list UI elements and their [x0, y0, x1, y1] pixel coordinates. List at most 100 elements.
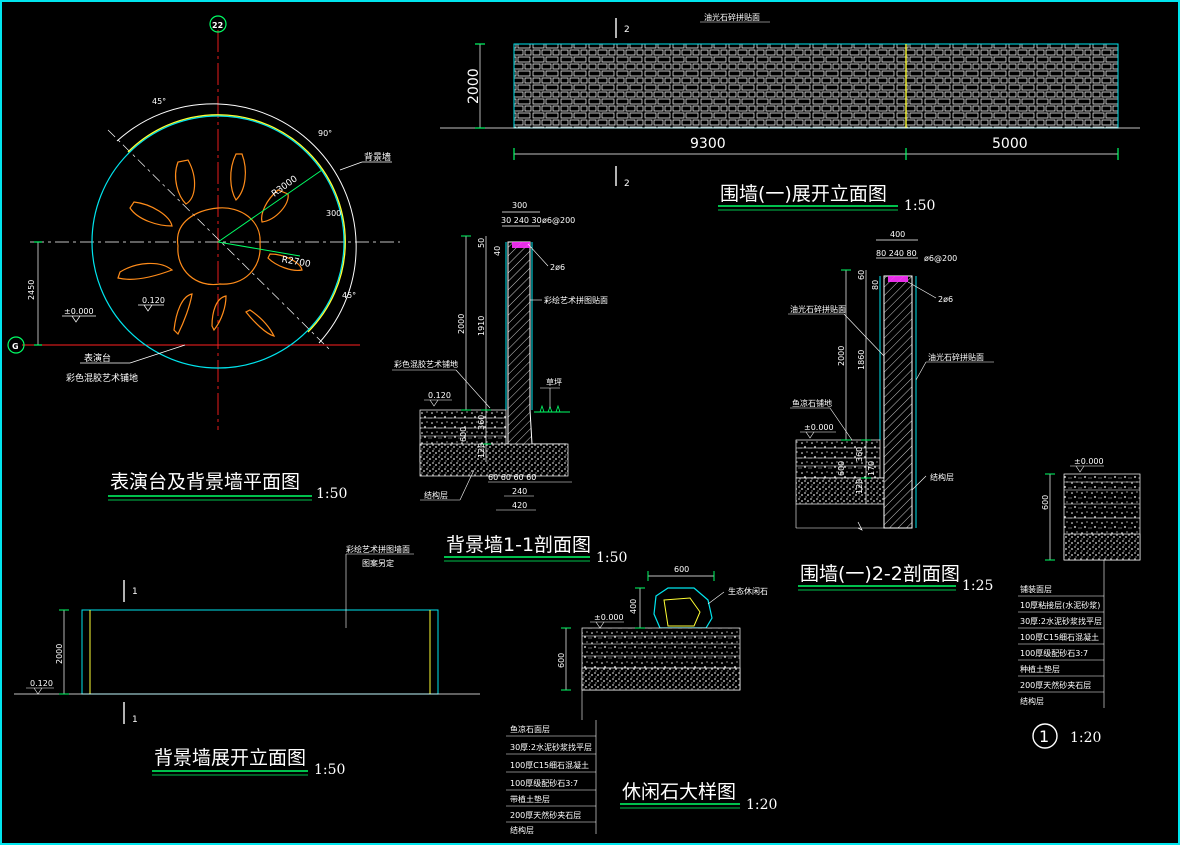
stone-title: 休闲石大样图	[622, 781, 736, 803]
plan-dim-2450: 2450	[27, 280, 36, 300]
plan-bg-wall-label: 背景墙	[364, 151, 391, 163]
stone-dim-400: 400	[629, 599, 638, 614]
detail1-layer-8: 结构层	[1020, 696, 1044, 706]
section11-finish-label: 彩绘艺术拼图贴面	[544, 295, 608, 305]
detail1-layer-1: 铺装面层	[1020, 584, 1052, 594]
plan-leader-bg-wall	[339, 161, 363, 171]
plan-outer-circle	[91, 115, 345, 369]
plan-radius-r2700	[217, 241, 301, 257]
section11-grass-label: 草坪	[546, 377, 562, 387]
detail-1: 600 ±0.000 铺装面层 10厚粘接层(水泥砂浆) 30厚:2水泥砂浆找平…	[1018, 457, 1141, 749]
unfold-finish-label: 油光石碎拼贴面	[704, 12, 760, 22]
section22-title: 围墙(一)2-2剖面图	[800, 563, 960, 585]
axis-label-22: 22	[212, 21, 223, 30]
section22-dim-360: 360	[855, 447, 864, 462]
section11-dim-240: 240	[512, 487, 527, 496]
section22-dim-top-row: 80 240 80	[876, 249, 917, 258]
stone-layer-list: 鱼凉石面层 30厚:2水泥砂浆找平层 100厚C15细石混凝土 100厚级配砂石…	[506, 724, 596, 835]
section11-dim-top-row: 30 240 30	[501, 216, 542, 225]
section11-dim-120: 120	[477, 443, 486, 458]
section22-rebar-top: ø6@200	[924, 254, 957, 263]
unfold-stone-wall	[513, 43, 1119, 129]
unfold-title: 围墙(一)展开立面图	[720, 183, 887, 205]
plan-sun-rays	[117, 153, 303, 337]
section11-rebar-side: 2ø6	[550, 263, 565, 272]
axis-bubble-22	[209, 15, 227, 33]
elevation-scale: 1:50	[314, 762, 345, 778]
plan-background-wall-arc	[127, 114, 346, 333]
stone-layer-1: 鱼凉石面层	[510, 724, 550, 734]
section22-base-label: 结构层	[930, 472, 954, 482]
section11-dim-2000: 2000	[457, 314, 466, 334]
section11-dim-600: 600	[459, 427, 468, 442]
elevation-note-line1: 彩绘艺术拼图墙面	[346, 544, 410, 554]
detail1-dim-600: 600	[1041, 495, 1050, 510]
detail1-number: 1	[1039, 727, 1049, 746]
plan-note-line1: 表演台	[84, 352, 111, 364]
section22-dim-400: 400	[890, 230, 905, 239]
section11-dim-40: 40	[493, 246, 502, 256]
section11-base-label: 结构层	[424, 490, 448, 500]
plan-view: R3000 R2700 22 G 45° 90° 45° 背景墙 300 245…	[7, 15, 400, 502]
stone-layer-4: 100厚级配砂石3:7	[510, 778, 578, 788]
plan-angle-right-bottom: 45°	[342, 291, 356, 300]
detail1-layer-7: 200厚天然砂夹石层	[1020, 680, 1091, 690]
stone-label: 生态休闲石	[728, 586, 768, 596]
plan-dim-300: 300	[326, 209, 341, 218]
plan-angle-right-top: 90°	[318, 129, 332, 138]
unfold-elevation: 2000 9300 5000 2 2 油光石碎拼贴面 围墙(一)展开立面图 1:…	[440, 12, 1140, 214]
section22-rebar-side: 2ø6	[938, 295, 953, 304]
stone-dim-600-w: 600	[674, 565, 689, 574]
section22-scale: 1:25	[962, 578, 993, 594]
detail1-layer-5: 100厚级配砂石3:7	[1020, 648, 1088, 658]
unfold-width-left: 9300	[690, 136, 726, 152]
axis-label-g: G	[12, 342, 19, 351]
section11-scale: 1:50	[596, 550, 627, 566]
section11-dim-360: 360	[477, 415, 486, 430]
section22-dim-170: 170	[867, 461, 876, 476]
section22-dim-120: 120	[855, 479, 864, 494]
plan-radius-r3000	[217, 169, 323, 243]
plan-note-line2: 彩色混胶艺术铺地	[66, 372, 138, 384]
section22-dim-80: 80	[871, 280, 880, 290]
unfold-section-bottom: 2	[624, 179, 630, 189]
section11-rebar-top: ø6@200	[542, 216, 575, 225]
bg-wall-elevation: 2000 0.120 1 1 彩绘艺术拼图墙面 图案另定 背景墙展开立面图 1:…	[14, 544, 480, 778]
detail1-number-circle	[1032, 723, 1058, 749]
stone-level: ±0.000	[594, 613, 624, 622]
stone-detail: 600 400 600 ±0.000 生态休闲石 鱼凉石面层 30厚:2水泥砂浆…	[506, 565, 777, 835]
stone-layer-6: 200厚天然砂夹石层	[510, 810, 581, 820]
axis-bubble-g	[7, 336, 25, 354]
unfold-height: 2000	[466, 68, 482, 104]
elevation-wall-outline	[81, 609, 439, 695]
stone-layer-5: 带植土垫层	[510, 794, 550, 804]
stone-layer-2: 30厚:2水泥砂浆找平层	[510, 742, 592, 752]
plan-note-leader	[129, 344, 186, 364]
elevation-title: 背景墙展开立面图	[154, 747, 306, 769]
section11-dim-420: 420	[512, 501, 527, 510]
plan-outer-arc	[116, 103, 357, 344]
stone-scale: 1:20	[746, 797, 777, 813]
section11-floor-label: 彩色混胶艺术铺地	[394, 359, 458, 369]
elevation-height: 2000	[55, 644, 64, 664]
stone-dim-600-h: 600	[557, 653, 566, 668]
stone-layer-7: 结构层	[510, 825, 534, 835]
section22-dim-600: 600	[837, 461, 846, 476]
section22-level: ±0.000	[804, 423, 834, 432]
section11-dim-50: 50	[477, 238, 486, 248]
section11-base	[419, 443, 569, 477]
detail1-layer-2: 10厚粘接层(水泥砂浆)	[1020, 600, 1100, 610]
unfold-width-right: 5000	[992, 136, 1028, 152]
section22-finish-right: 油光石碎拼贴面	[928, 352, 984, 362]
section22-floor-label: 鱼凉石铺地	[792, 398, 832, 408]
section22-dim-1860: 1860	[857, 350, 866, 370]
section22-finish-left: 油光石碎拼贴面	[790, 304, 846, 314]
detail1-layer-list: 铺装面层 10厚粘接层(水泥砂浆) 30厚:2水泥砂浆找平层 100厚C15细石…	[1018, 584, 1104, 706]
detail1-scale: 1:20	[1070, 730, 1101, 746]
section22-dim-2000: 2000	[837, 346, 846, 366]
section22-cap	[888, 276, 908, 282]
section-1-1: 2000 1910 50 40 600 360 120 300 30 240 3…	[392, 201, 627, 566]
plan-level-0: ±0.000	[64, 307, 94, 316]
detail1-layer-3: 30厚:2水泥砂浆找平层	[1020, 616, 1102, 626]
